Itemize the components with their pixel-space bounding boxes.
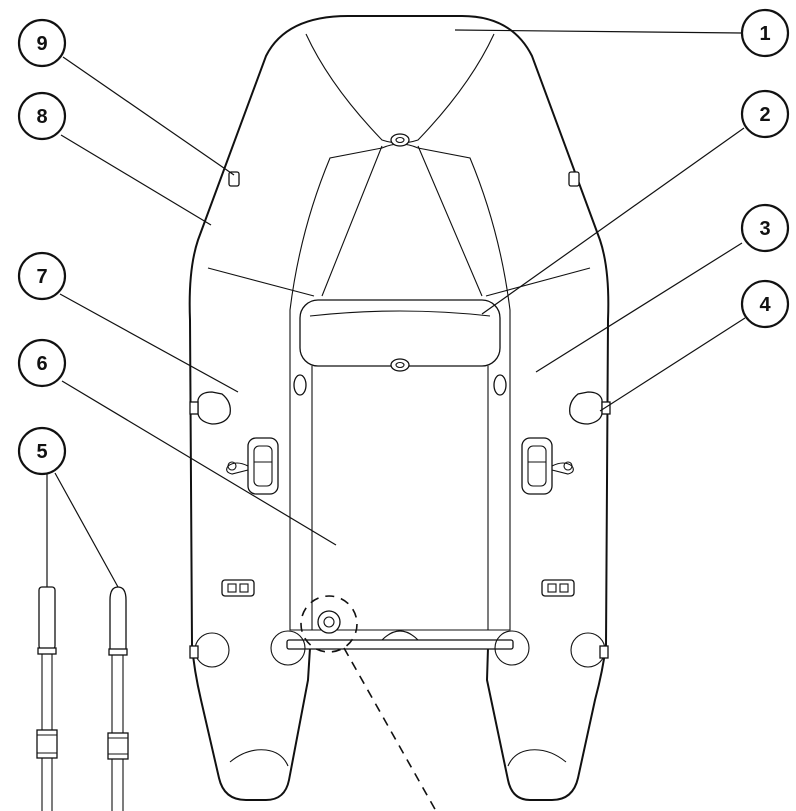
svg-text:3: 3 [759, 218, 770, 240]
callout-9: 9 [17, 18, 67, 68]
callout-5: 5 [17, 426, 67, 476]
svg-text:2: 2 [759, 104, 770, 126]
callout-6: 6 [17, 338, 67, 388]
drain-valve-highlight [300, 595, 358, 653]
stern-left [229, 749, 289, 767]
svg-text:7: 7 [36, 266, 47, 288]
callout-1: 1 [740, 8, 790, 58]
drain-valve [317, 610, 341, 634]
rope-ring-left [228, 171, 240, 187]
svg-text:6: 6 [36, 353, 47, 375]
oar-right [107, 586, 129, 811]
side-fittings [189, 171, 611, 668]
stern-right [507, 749, 567, 767]
oarlock-left [197, 391, 231, 425]
oar-holder-left [226, 437, 279, 495]
transom [286, 639, 514, 650]
oar-holder-right [521, 437, 574, 495]
boat-hull [188, 15, 610, 801]
callout-2: 2 [740, 89, 790, 139]
callout-3: 3 [740, 203, 790, 253]
svg-text:5: 5 [36, 441, 47, 463]
svg-text:9: 9 [36, 33, 47, 55]
callout-4: 4 [740, 279, 790, 329]
callout-8: 8 [17, 91, 67, 141]
oar-left [36, 586, 58, 811]
oarlock-right [569, 391, 603, 425]
tube-inner-edge [289, 143, 511, 631]
svg-text:8: 8 [36, 106, 47, 128]
callout-7: 7 [17, 251, 67, 301]
floor [300, 366, 489, 811]
oars [36, 586, 129, 811]
svg-text:1: 1 [759, 23, 770, 45]
seat [299, 299, 501, 372]
leader-lines [46, 29, 746, 588]
svg-text:4: 4 [759, 294, 771, 316]
rope-ring-right [568, 171, 580, 187]
